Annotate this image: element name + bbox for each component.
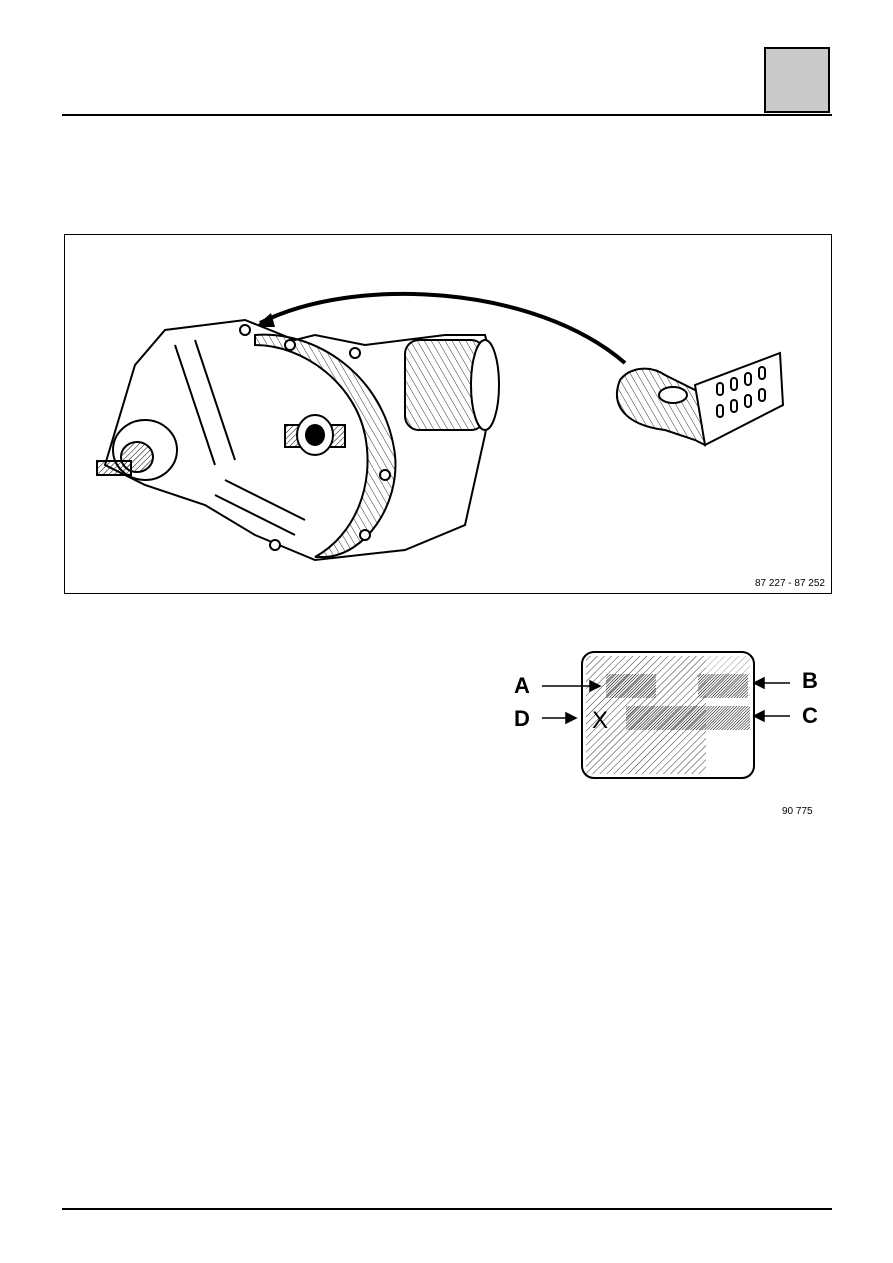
label-d: D: [514, 706, 530, 731]
identification-plate-bracket: [616, 351, 785, 447]
plate-row-1: [606, 674, 748, 698]
gearbox-figure: 87 227 - 87 252: [64, 234, 832, 594]
gearbox-illustration: [96, 291, 785, 562]
figure-reference-1: 87 227 - 87 252: [754, 578, 825, 589]
plate-row-2: [626, 706, 750, 730]
location-arrow: [259, 291, 627, 365]
header-rule: [62, 114, 832, 116]
figure-reference-2: 90 775: [782, 806, 813, 817]
footer-rule: [62, 1208, 832, 1210]
identification-plate-diagram: X A D B C: [514, 651, 818, 779]
label-arrows: [542, 676, 790, 725]
arrow-head: [255, 313, 275, 327]
label-c: C: [802, 703, 818, 728]
section-tab: [764, 47, 830, 113]
plate-prefix-mark: X: [592, 707, 608, 734]
gearbox-body: [96, 318, 500, 562]
label-b: B: [802, 668, 818, 693]
label-a: A: [514, 673, 530, 698]
